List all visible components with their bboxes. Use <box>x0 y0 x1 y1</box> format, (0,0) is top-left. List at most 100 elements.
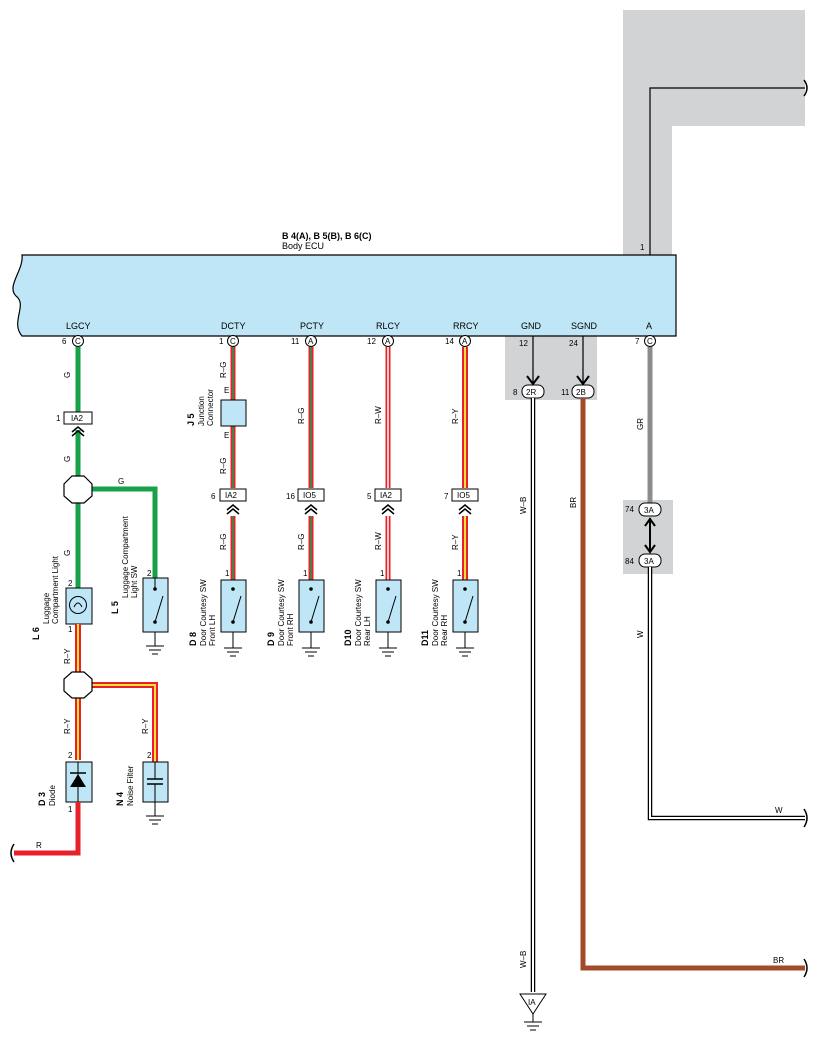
connector-2r: 8 2R <box>513 384 545 399</box>
svg-text:1: 1 <box>225 569 230 578</box>
svg-text:2: 2 <box>68 751 73 760</box>
ecu-pin-rrcy: 14 A <box>445 335 471 347</box>
svg-text:IO5: IO5 <box>457 491 470 500</box>
n4-name: Noise Filter <box>126 765 135 806</box>
svg-text:2: 2 <box>68 579 73 588</box>
connector-link-arrows <box>644 517 656 554</box>
wire-ry-lower <box>75 624 158 762</box>
ecu-pin-a: 7 C <box>635 335 656 347</box>
ecu-pin-pcty: 11 A <box>291 335 317 347</box>
wire-label-rg-4: R–G <box>297 408 306 424</box>
svg-text:A: A <box>462 337 468 346</box>
d10-name-2: Rear LH <box>363 616 372 646</box>
ecu-pin-dcty: 1 C <box>219 335 239 347</box>
l6-name-1: Luggage <box>42 592 51 624</box>
gnd-arrow-icon <box>526 375 540 386</box>
svg-text:IA2: IA2 <box>225 491 238 500</box>
svg-text:7: 7 <box>444 492 449 501</box>
svg-text:1: 1 <box>68 805 73 814</box>
d11-name-2: Rear RH <box>440 615 449 646</box>
shaded-region-top-right <box>623 10 805 262</box>
connector-io5-d11: 7 IO5 <box>444 488 479 515</box>
component-d10-door-switch: 1 <box>375 569 402 657</box>
wire-label-ry-5: R–Y <box>451 534 460 550</box>
component-n4-noise-filter: 2 <box>142 751 169 825</box>
svg-text:IO5: IO5 <box>303 491 316 500</box>
j5-name-2: Connector <box>206 389 215 426</box>
svg-text:16: 16 <box>286 492 295 501</box>
ecu-pin-rlcy: 12 A <box>367 335 394 347</box>
wire-label-rg-5: R–G <box>297 534 306 550</box>
svg-text:1: 1 <box>380 569 385 578</box>
l5-name-1: Luggage Compartment <box>121 515 130 598</box>
svg-text:84: 84 <box>625 557 634 566</box>
ecu-label-lgcy: LGCY <box>66 321 91 331</box>
svg-text:1: 1 <box>68 625 73 634</box>
ecu-label-sgnd: SGND <box>571 321 598 331</box>
component-d9-door-switch: 1 <box>298 569 325 657</box>
j5-id: J 5 <box>186 413 196 426</box>
ecu-pin-sgnd: 24 <box>569 339 578 348</box>
wire-label-ry-4: R–Y <box>451 408 460 424</box>
svg-text:1: 1 <box>219 337 224 346</box>
svg-text:6: 6 <box>62 337 67 346</box>
svg-text:A: A <box>308 337 314 346</box>
svg-text:7: 7 <box>635 337 640 346</box>
wire-label-w-2: W <box>775 806 783 815</box>
svg-text:74: 74 <box>625 505 634 514</box>
component-d8-door-switch: 1 <box>220 569 247 657</box>
svg-text:C: C <box>647 337 653 346</box>
connector-ia2-lgcy: 1 IA2 <box>56 411 93 437</box>
d9-name-1: Door Courtesy SW <box>277 579 286 646</box>
d10-name-1: Door Courtesy SW <box>354 579 363 646</box>
svg-text:2B: 2B <box>576 388 586 397</box>
wire-label-g-2: G <box>63 456 72 462</box>
l5-name-2: Light SW <box>130 565 139 598</box>
j5-name-1: Junction <box>197 396 206 426</box>
wire-label-rg-1: R–G <box>219 362 228 378</box>
wire-label-wb-2: W–B <box>519 951 528 968</box>
svg-text:IA: IA <box>528 998 536 1007</box>
component-d11-door-switch: 1 <box>452 569 479 657</box>
svg-text:IA2: IA2 <box>380 491 393 500</box>
wire-w <box>647 567 805 821</box>
svg-text:2R: 2R <box>526 388 536 397</box>
ecu-name: Body ECU <box>282 241 324 251</box>
wire-break-w <box>803 808 808 828</box>
svg-text:E: E <box>224 386 229 395</box>
svg-text:6: 6 <box>211 492 216 501</box>
svg-text:C: C <box>75 337 81 346</box>
d10-id: D10 <box>343 629 353 646</box>
ecu-label-pcty: PCTY <box>300 321 324 331</box>
component-j5-junction-connector: E E <box>220 386 247 440</box>
wire-label-ry-1: R–Y <box>63 648 72 664</box>
ecu-label-a: A <box>646 321 652 331</box>
wire-label-r: R <box>36 841 42 850</box>
connector-ia2-d8: 6 IA2 <box>211 488 247 515</box>
ecu-label-rlcy: RLCY <box>376 321 400 331</box>
svg-text:E: E <box>224 431 229 440</box>
wire-label-rw-1: R–W <box>374 406 383 424</box>
wire-label-g-4: G <box>63 550 72 556</box>
component-d3-diode: 2 1 <box>65 751 93 814</box>
ecu-label-gnd: GND <box>521 321 542 331</box>
wire-break-br <box>803 958 808 978</box>
svg-text:1: 1 <box>303 569 308 578</box>
d8-name-2: Front LH <box>208 615 217 646</box>
wire-lgcy-green <box>75 347 158 595</box>
svg-text:11: 11 <box>291 337 300 346</box>
d8-id: D 8 <box>188 632 198 646</box>
svg-text:14: 14 <box>445 337 454 346</box>
svg-text:5: 5 <box>367 492 372 501</box>
wire-break-left <box>10 843 15 863</box>
svg-text:2: 2 <box>147 751 152 760</box>
wire-label-g-1: G <box>63 372 72 378</box>
wire-label-ry-3: R–Y <box>141 718 150 734</box>
splice-point-ry <box>63 671 93 699</box>
wire-label-rg-2: R–G <box>219 458 228 474</box>
ecu-connector-title: B 4(A), B 5(B), B 6(C) <box>282 231 372 241</box>
svg-text:IA2: IA2 <box>71 414 84 423</box>
d11-id: D11 <box>420 630 430 646</box>
wire-label-w-1: W <box>636 630 645 638</box>
wire-label-rw-2: R–W <box>374 532 383 550</box>
